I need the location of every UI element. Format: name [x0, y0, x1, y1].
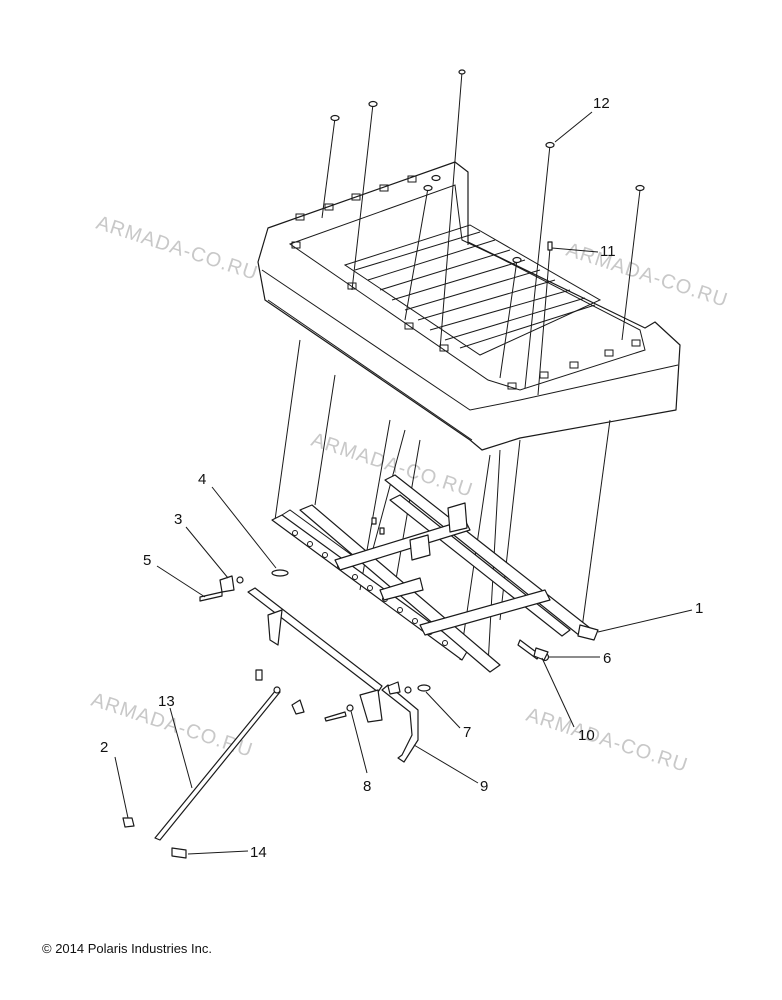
callout-2: 2 [100, 739, 108, 756]
callout-3: 3 [174, 511, 182, 528]
callout-14: 14 [250, 844, 267, 861]
callout-10: 10 [578, 727, 595, 744]
leader-lines [114, 111, 693, 855]
cargo-box [257, 161, 681, 451]
callout-11: 11 [600, 243, 616, 260]
callout-8: 8 [363, 778, 371, 795]
copyright-text: © 2014 Polaris Industries Inc. [42, 941, 212, 956]
bolts [330, 69, 645, 264]
callout-labels: 1 2 3 4 5 6 7 8 9 10 11 12 13 14 [100, 95, 703, 861]
callout-5: 5 [143, 552, 151, 569]
frame-assembly [271, 474, 599, 673]
callout-6: 6 [603, 650, 611, 667]
watermark-3: ARMADA-CO.RU [308, 429, 475, 502]
tailgate-linkage [122, 517, 550, 859]
watermark-1: ARMADA-CO.RU [93, 212, 260, 285]
callout-7: 7 [463, 724, 471, 741]
callout-9: 9 [480, 778, 488, 795]
callout-13: 13 [158, 693, 175, 710]
callout-4: 4 [198, 471, 206, 488]
watermark-5: ARMADA-CO.RU [523, 704, 690, 777]
callout-1: 1 [695, 600, 703, 617]
callout-12: 12 [593, 95, 610, 112]
